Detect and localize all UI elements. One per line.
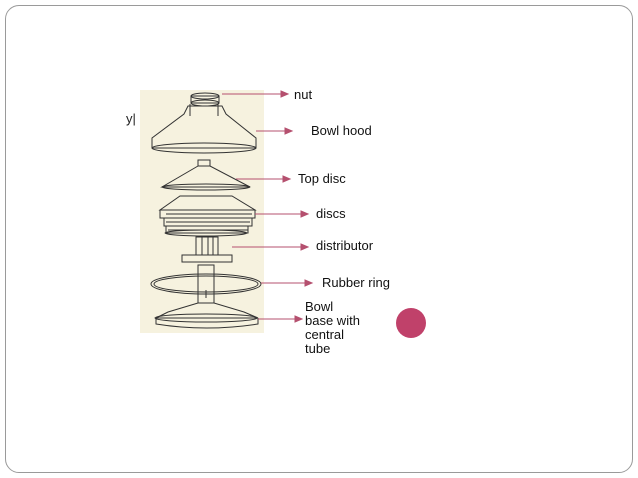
label-bowl-hood: Bowl hood bbox=[311, 123, 372, 138]
arrow-top-disc bbox=[236, 175, 292, 183]
label-distributor: distributor bbox=[316, 238, 374, 253]
stray-text: y| bbox=[126, 111, 136, 126]
arrow-rubber-ring bbox=[261, 279, 314, 287]
top-disc-part bbox=[160, 159, 251, 191]
label-bowl-base-line2: base with bbox=[305, 313, 360, 328]
label-bowl-base-line3: central bbox=[305, 327, 345, 342]
arrow-distributor bbox=[232, 243, 310, 251]
slide-frame bbox=[5, 5, 633, 473]
label-top-disc: Top disc bbox=[298, 171, 346, 186]
label-rubber-ring: Rubber ring bbox=[322, 275, 390, 290]
label-bowl-base-line1: Bowl bbox=[305, 299, 334, 314]
label-nut: nut bbox=[294, 87, 313, 102]
label-discs: discs bbox=[316, 206, 346, 221]
discs-part bbox=[158, 195, 257, 237]
bowl-base-part bbox=[154, 264, 259, 329]
bowl-hood-part bbox=[151, 104, 257, 154]
accent-dot bbox=[396, 308, 426, 338]
arrow-discs bbox=[255, 210, 310, 218]
arrow-nut bbox=[222, 90, 290, 98]
nut-part bbox=[190, 92, 220, 107]
centrifuge-parts-photo bbox=[140, 90, 264, 333]
label-bowl-base: Bowl base with central tube bbox=[305, 300, 360, 356]
arrow-bowl-hood bbox=[256, 127, 294, 135]
distributor-part bbox=[181, 236, 233, 263]
arrow-bowl-base bbox=[258, 315, 304, 323]
label-bowl-base-line4: tube bbox=[305, 341, 331, 356]
